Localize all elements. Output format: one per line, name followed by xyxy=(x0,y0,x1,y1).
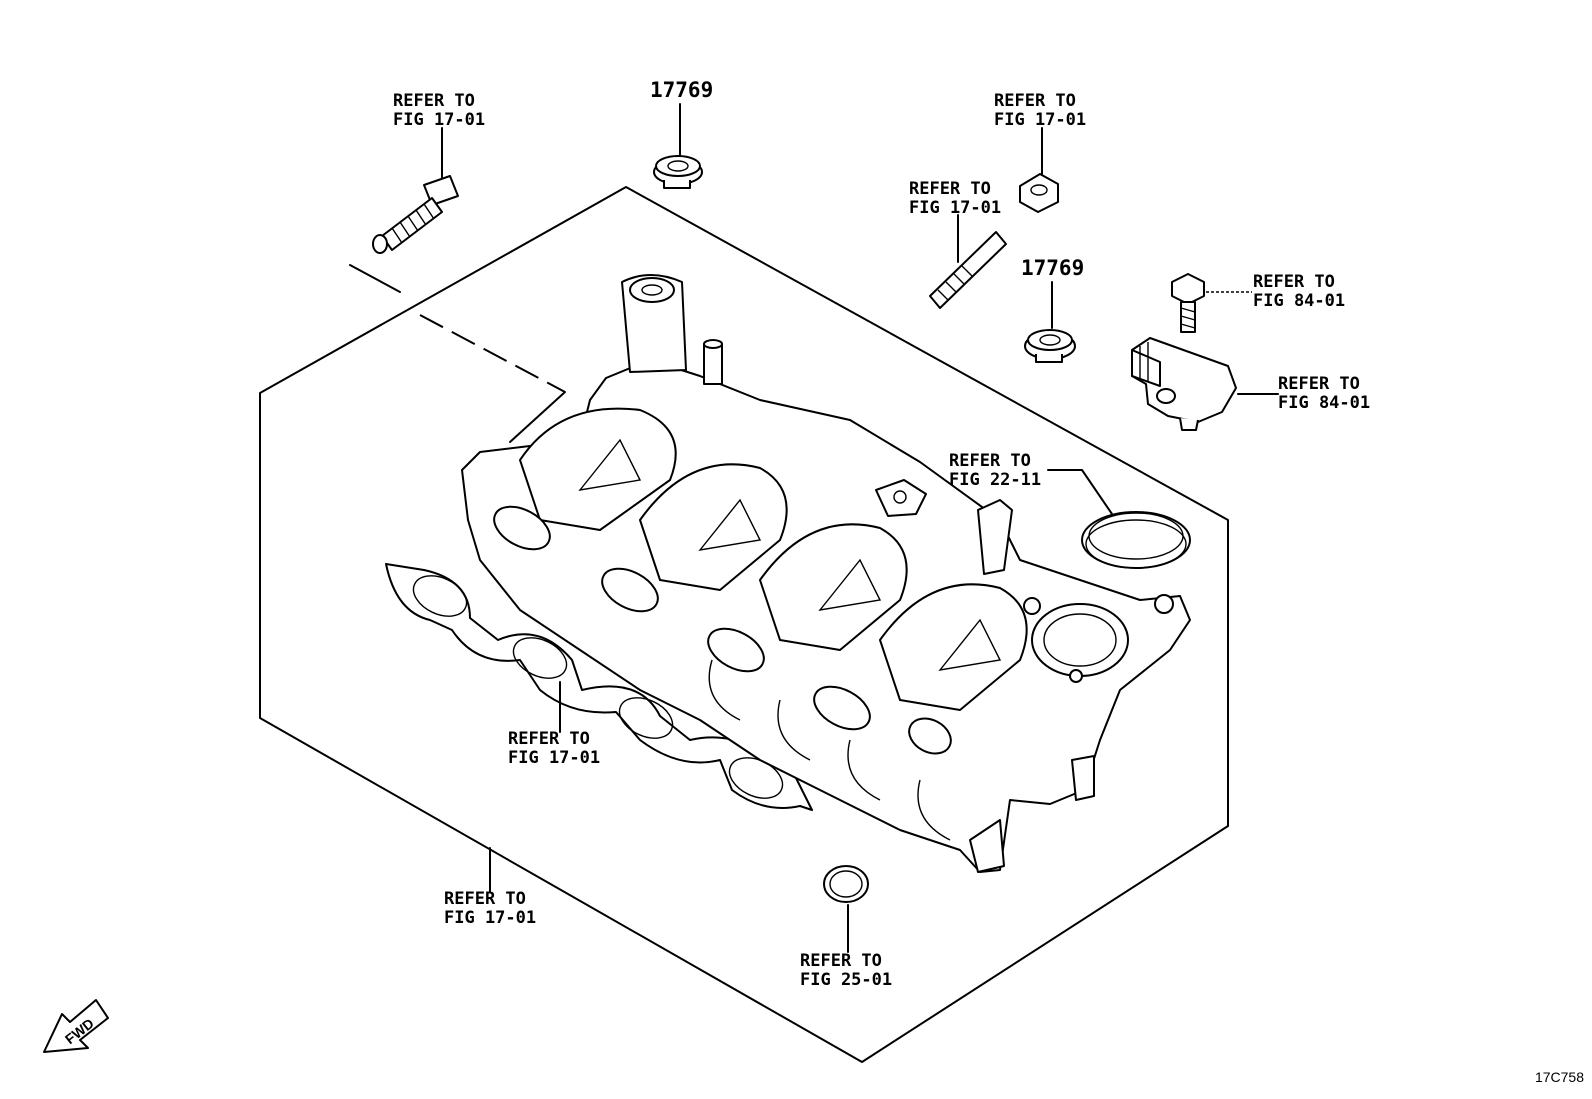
stud-bolt[interactable] xyxy=(929,214,1007,309)
intake-manifold[interactable] xyxy=(461,274,1191,873)
grommet-mid[interactable] xyxy=(1024,281,1076,363)
sensor-bolt[interactable] xyxy=(1171,273,1252,333)
grommet-top[interactable] xyxy=(653,103,703,189)
callout-line: REFER TO xyxy=(444,889,526,909)
callout-line: REFER TO xyxy=(508,729,590,749)
callout-figure: FIG 17-01 xyxy=(909,198,1002,218)
callout-ring-small[interactable]: REFER TO FIG 25-01 xyxy=(800,952,892,990)
part-number-grommet-top[interactable]: 17769 xyxy=(650,78,714,102)
callout-line: REFER TO xyxy=(1278,374,1360,394)
kit-boundary xyxy=(259,186,1229,1063)
callout-line: REFER TO xyxy=(393,91,475,111)
callout-figure: FIG 84-01 xyxy=(1253,291,1346,311)
fwd-arrow-icon: FWD xyxy=(43,999,109,1053)
o-ring-small[interactable] xyxy=(823,865,869,953)
callout-bolt-left[interactable]: REFER TO FIG 17-01 xyxy=(393,92,485,130)
callout-sensor-bolt[interactable]: REFER TO FIG 84-01 xyxy=(1253,273,1345,311)
callout-figure: FIG 84-01 xyxy=(1278,393,1371,413)
callout-figure: FIG 17-01 xyxy=(994,110,1087,130)
callout-sensor[interactable]: REFER TO FIG 84-01 xyxy=(1278,375,1370,413)
callout-figure: FIG 17-01 xyxy=(393,110,486,130)
callout-figure: FIG 17-01 xyxy=(508,748,601,768)
bolt-left-leader xyxy=(349,264,566,443)
manifold-gasket[interactable] xyxy=(385,563,813,811)
callout-figure: FIG 17-01 xyxy=(444,908,537,928)
callout-nut[interactable]: REFER TO FIG 17-01 xyxy=(994,92,1086,130)
flange-nut[interactable] xyxy=(1019,127,1059,213)
callout-stud[interactable]: REFER TO FIG 17-01 xyxy=(909,180,1001,218)
callout-ring-large[interactable]: REFER TO FIG 22-11 xyxy=(949,452,1041,490)
callout-line: REFER TO xyxy=(909,179,991,199)
callout-manifold[interactable]: REFER TO FIG 17-01 xyxy=(444,890,536,928)
sensor[interactable] xyxy=(1131,337,1279,431)
callout-line: REFER TO xyxy=(800,951,882,971)
figure-id: 17C758 xyxy=(1534,1069,1584,1085)
callout-line: REFER TO xyxy=(994,91,1076,111)
o-ring-large[interactable] xyxy=(1047,469,1191,569)
callout-figure: FIG 22-11 xyxy=(949,470,1042,490)
callout-line: REFER TO xyxy=(949,451,1031,471)
callout-figure: FIG 25-01 xyxy=(800,970,893,990)
flange-bolt-left[interactable] xyxy=(372,127,459,254)
callout-gasket[interactable]: REFER TO FIG 17-01 xyxy=(508,730,600,768)
callout-line: REFER TO xyxy=(1253,272,1335,292)
part-number-grommet-mid[interactable]: 17769 xyxy=(1021,256,1085,280)
